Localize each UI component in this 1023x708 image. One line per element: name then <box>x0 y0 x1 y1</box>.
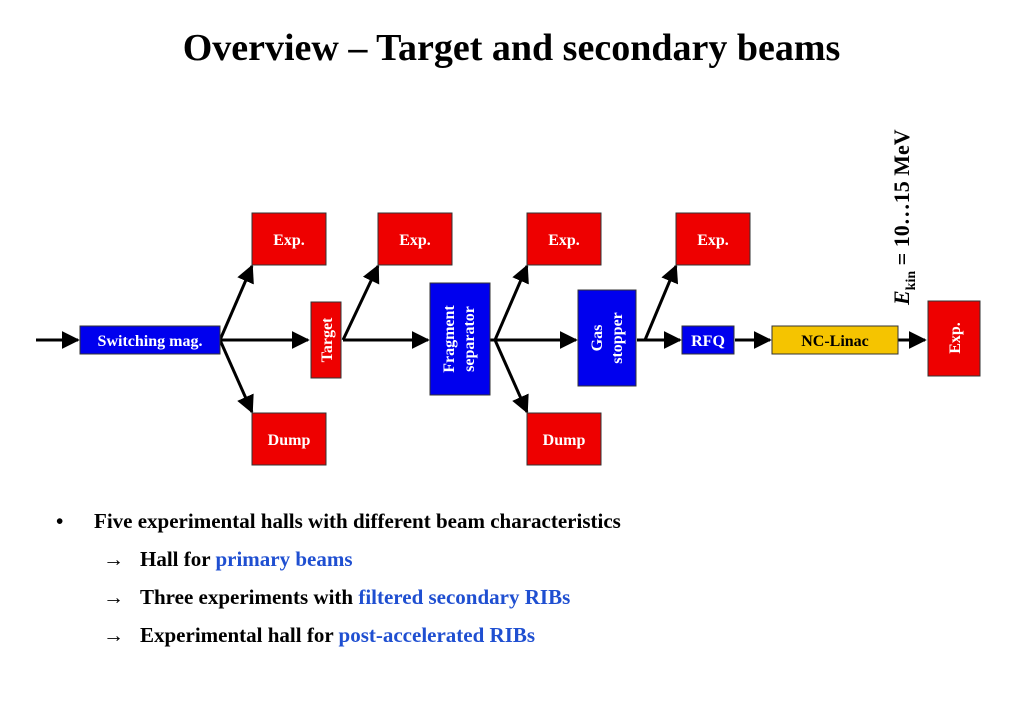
exp-box-4: Exp. <box>675 212 751 266</box>
arrow-glyph: → <box>103 623 124 647</box>
sub-bullet-1-prefix: Hall for <box>140 547 216 571</box>
exp-label-3: Exp. <box>548 232 580 249</box>
rfq-label: RFQ <box>691 333 725 350</box>
gas-stopper-label-line2: stopper <box>609 312 626 364</box>
branch-target-exp <box>341 264 380 341</box>
beamline-diagram: Switching mag. Target Fragment separator… <box>36 129 981 466</box>
sub-bullet-3-highlight: post-accelerated RIBs <box>338 623 536 647</box>
exp-label-1: Exp. <box>273 232 305 249</box>
energy-symbol: E <box>889 290 914 306</box>
energy-subscript: kin <box>904 271 919 291</box>
nc-linac-label: NC-Linac <box>801 333 869 350</box>
fragment-separator-label-line2: separator <box>461 306 478 372</box>
arrow-glyph: → <box>103 547 124 571</box>
sub-bullet-3-prefix: Experimental hall for <box>140 623 339 647</box>
branch-fragment-exp <box>493 264 529 341</box>
gas-stopper-label-line1: Gas <box>589 325 606 352</box>
branch-switching-dump <box>218 339 254 414</box>
exp-box-1: Exp. <box>251 212 327 266</box>
gas-stopper-node: Gas stopper <box>577 289 637 387</box>
sub-bullet-1-highlight: primary beams <box>215 547 353 571</box>
nc-linac-node: NC-Linac <box>771 325 899 355</box>
fragment-separator-label-line1: Fragment <box>441 305 458 373</box>
dump-box-1: Dump <box>251 412 327 466</box>
exp-box-2: Exp. <box>377 212 453 266</box>
exp-label-4: Exp. <box>697 232 729 249</box>
branch-gas-exp <box>643 264 679 341</box>
exp-label-2: Exp. <box>399 232 431 249</box>
sub-bullet-2-highlight: filtered secondary RIBs <box>358 585 571 609</box>
fragment-separator-node: Fragment separator <box>429 282 491 396</box>
switching-magnet-node: Switching mag. <box>79 325 221 355</box>
branch-fragment-dump <box>493 339 529 414</box>
branch-switching-exp <box>218 264 254 341</box>
page-title: Overview – Target and secondary beams <box>182 27 841 69</box>
switching-magnet-label: Switching mag. <box>98 333 203 350</box>
exp-label-final: Exp. <box>947 322 964 354</box>
arrow-glyph: → <box>103 585 124 609</box>
energy-value: = 10…15 MeV <box>889 129 914 271</box>
dump-box-2: Dump <box>526 412 602 466</box>
exp-box-final: Exp. <box>927 300 981 377</box>
rfq-node: RFQ <box>681 325 735 355</box>
target-label: Target <box>319 317 336 362</box>
dump-label-2: Dump <box>543 432 586 449</box>
bullet-main-text: Five experimental halls with different b… <box>94 509 621 533</box>
energy-annotation: Ekin = 10…15 MeV <box>889 129 919 306</box>
sub-bullet-2-prefix: Three experiments with <box>140 585 359 609</box>
dump-label-1: Dump <box>268 432 311 449</box>
bullet-dot: • <box>56 509 64 533</box>
target-node: Target <box>310 301 342 379</box>
exp-box-3: Exp. <box>526 212 602 266</box>
